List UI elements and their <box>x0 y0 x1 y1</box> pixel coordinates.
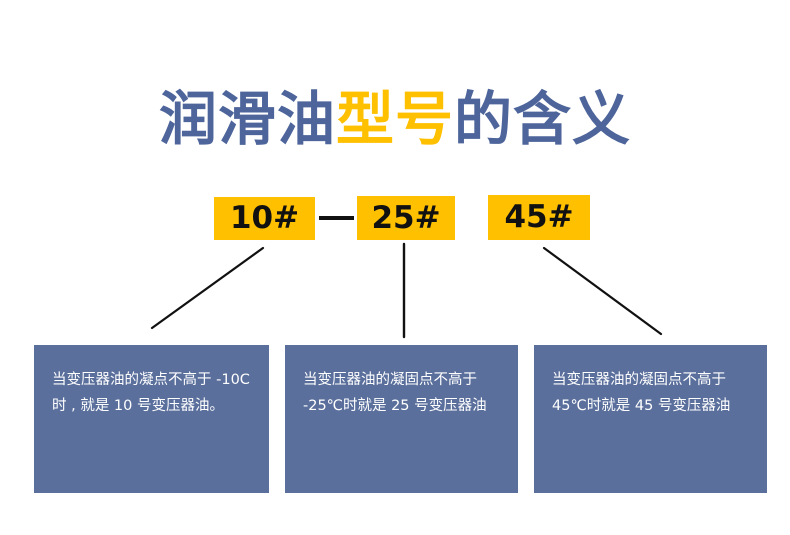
description-panel-45: 当变压器油的凝固点不高于 45℃时就是 45 号变压器油 <box>534 345 767 493</box>
description-text-25: 当变压器油的凝固点不高于 -25℃时就是 25 号变压器油 <box>303 372 487 414</box>
grade-badge-25[interactable]: 25# <box>357 196 455 240</box>
badge-separator-dash <box>319 216 354 220</box>
title-segment-suffix: 的含义 <box>454 85 632 153</box>
connector-line-left <box>150 246 265 330</box>
grade-badge-10[interactable]: 10# <box>214 197 315 240</box>
title-segment-prefix: 润滑油 <box>158 85 336 153</box>
page-title: 润滑油型号的含义 <box>0 86 790 152</box>
description-panel-10: 当变压器油的凝点不高于 -10C 时 , 就是 10 号变压器油。 <box>34 345 269 493</box>
title-segment-highlight: 型号 <box>335 85 454 153</box>
description-text-10: 当变压器油的凝点不高于 -10C 时 , 就是 10 号变压器油。 <box>52 372 250 414</box>
grade-badge-45[interactable]: 45# <box>488 195 590 240</box>
description-panel-25: 当变压器油的凝固点不高于 -25℃时就是 25 号变压器油 <box>285 345 518 493</box>
connector-line-right <box>542 246 663 336</box>
description-text-45: 当变压器油的凝固点不高于 45℃时就是 45 号变压器油 <box>552 372 731 414</box>
